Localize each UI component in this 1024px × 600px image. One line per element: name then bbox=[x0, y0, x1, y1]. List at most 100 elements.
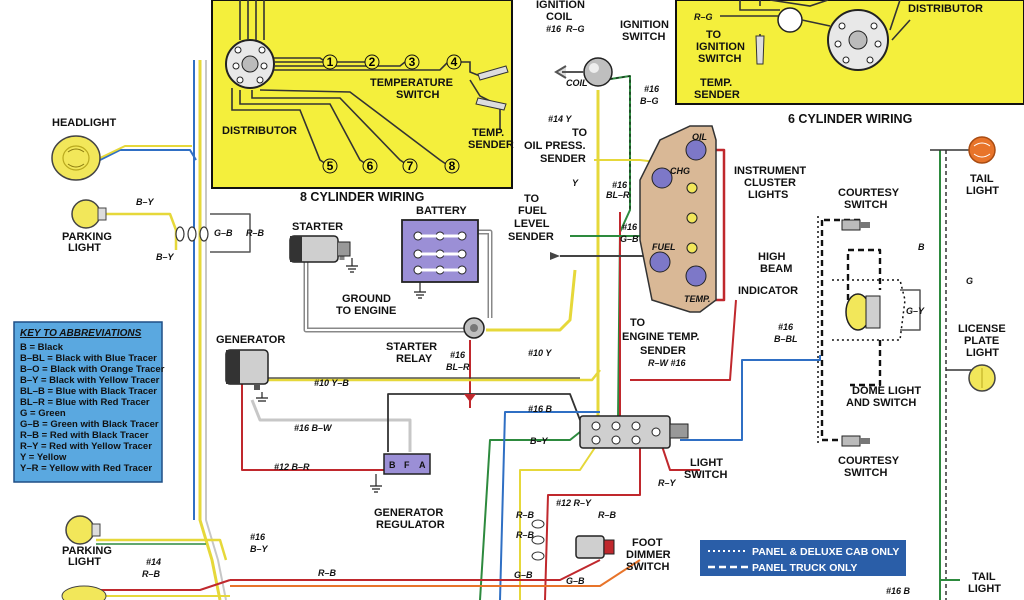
generator-icon bbox=[225, 349, 269, 390]
battery-label: BATTERY bbox=[416, 205, 467, 217]
relay-arrow-icon bbox=[464, 394, 476, 402]
wire-rb-bottom: R–B bbox=[318, 568, 337, 578]
cluster-temp-label: TEMP. bbox=[684, 294, 710, 304]
wire-10-yb: #10 Y–B bbox=[314, 378, 349, 388]
instrument-cluster-label-2: CLUSTER bbox=[744, 177, 796, 189]
wire-b-right: B bbox=[918, 242, 925, 252]
regulator-terminal-f: F bbox=[404, 460, 410, 470]
starter-relay-label-2: RELAY bbox=[396, 353, 433, 365]
generator-ground-icon bbox=[256, 392, 268, 402]
foot-dimmer-icon bbox=[575, 535, 615, 559]
light-switch-label-2: SWITCH bbox=[684, 469, 727, 481]
battery-ground-icon bbox=[414, 282, 426, 299]
headlight-label: HEADLIGHT bbox=[52, 117, 116, 129]
courtesy-switch-bottom-icon bbox=[841, 435, 870, 447]
courtesy-switch-top-icon bbox=[841, 219, 870, 231]
temp-probe-8cyl-icon bbox=[475, 65, 509, 111]
temperature-switch-label-1: TEMPERATURE bbox=[370, 77, 453, 89]
foot-dimmer-label-3: SWITCH bbox=[626, 561, 669, 573]
legend-dotted-label: PANEL & DELUXE CAB ONLY bbox=[752, 546, 899, 558]
wire-gb-fd2: G–B bbox=[566, 576, 585, 586]
to-ignition-label-3: SWITCH bbox=[698, 53, 741, 65]
parking-light-bottom-label-1: PARKING bbox=[62, 545, 112, 557]
foot-dimmer-label-1: FOOT bbox=[632, 537, 663, 549]
starter-ground-icon bbox=[346, 258, 358, 273]
coil-tag-label: COIL bbox=[566, 78, 588, 88]
coil-arrow-icon bbox=[554, 65, 584, 79]
license-plate-label-1: LICENSE bbox=[958, 323, 1006, 335]
wire-16-blr-2: BL–R bbox=[606, 190, 630, 200]
engine-temp-label-3: SENDER bbox=[640, 345, 686, 357]
key-entry: R–Y = Red with Yellow Tracer bbox=[20, 441, 152, 452]
ignition-switch-icon bbox=[583, 57, 613, 87]
light-switch-icon bbox=[579, 415, 689, 449]
wire-16-b: #16 B bbox=[528, 404, 553, 414]
oil-press-sender-label-3: SENDER bbox=[540, 153, 586, 165]
wire-rb-fd2: R–B bbox=[516, 530, 535, 540]
cluster-fuel-label: FUEL bbox=[652, 242, 676, 252]
ignition-switch-label-2: SWITCH bbox=[622, 31, 665, 43]
key-entry: B–O = Black with Orange Tracer bbox=[20, 364, 165, 375]
temp-sender-8cyl-label-1: TEMP. bbox=[472, 127, 504, 139]
parking-light-bottom-label-2: LIGHT bbox=[68, 556, 101, 568]
wiring-harness bbox=[96, 60, 980, 600]
fuel-arrow-icon bbox=[550, 252, 560, 260]
light-switch-label-1: LIGHT bbox=[690, 457, 723, 469]
foot-dimmer-label-2: DIMMER bbox=[626, 549, 671, 561]
key-entry: Y–R = Yellow with Red Tracer bbox=[20, 463, 152, 474]
wire-10-y: #10 Y bbox=[528, 348, 552, 358]
starter-relay-label-1: STARTER bbox=[386, 341, 437, 353]
high-beam-label-2: BEAM bbox=[760, 263, 792, 275]
wire-16-bg-2: B–G bbox=[640, 96, 659, 106]
line-style-legend: PANEL & DELUXE CAB ONLY PANEL TRUCK ONLY bbox=[700, 540, 906, 576]
tail-light-top-label-2: LIGHT bbox=[966, 185, 999, 197]
wire-r-b-fd: R–B bbox=[598, 510, 617, 520]
wire-16-blr-1: #16 bbox=[612, 180, 628, 190]
engine-temp-label-1: TO bbox=[630, 317, 646, 329]
cluster-chg-label: CHG bbox=[670, 166, 690, 176]
courtesy-switch-bottom-label-2: SWITCH bbox=[844, 467, 887, 479]
key-entry: G = Green bbox=[20, 408, 66, 419]
tail-light-top-label-1: TAIL bbox=[970, 173, 994, 185]
battery-icon bbox=[401, 219, 479, 283]
wire-16-gb-1: #16 bbox=[622, 222, 638, 232]
wire-rb-1: R–B bbox=[246, 228, 265, 238]
wire-rb-fd1: R–B bbox=[516, 510, 535, 520]
legend-dashed-label: PANEL TRUCK ONLY bbox=[752, 562, 857, 574]
oil-press-sender-label-1: TO bbox=[572, 127, 588, 139]
ignition-switch-label-1: IGNITION bbox=[620, 19, 669, 31]
generator-label: GENERATOR bbox=[216, 334, 285, 346]
wire-16-bbl-1: #16 bbox=[778, 322, 794, 332]
cluster-oil-label: OIL bbox=[692, 132, 707, 142]
generator-regulator-icon: B F A bbox=[383, 453, 431, 475]
wire-rg-6cyl-label: R–G bbox=[694, 12, 713, 22]
key-entry: BL–R = Blue with Red Tracer bbox=[20, 397, 150, 408]
key-entry: G–B = Green with Black Tracer bbox=[20, 419, 159, 430]
wire-16-gb-2: G–B bbox=[620, 234, 639, 244]
to-ignition-label-2: IGNITION bbox=[696, 41, 745, 53]
wire-14-rb-2: R–B bbox=[142, 569, 161, 579]
headlight-icon bbox=[51, 135, 101, 181]
license-plate-label-3: LIGHT bbox=[966, 347, 999, 359]
key-entry: B = Black bbox=[20, 342, 64, 353]
tail-light-bottom-label-1: TAIL bbox=[972, 571, 996, 583]
cyl-4-label: 4 bbox=[451, 55, 458, 69]
wire-16-by-1: #16 bbox=[250, 532, 266, 542]
temp-sender-8cyl-label-2: SENDER bbox=[468, 139, 514, 151]
wire-12-br: #12 B–R bbox=[274, 462, 310, 472]
regulator-terminal-b: B bbox=[389, 460, 396, 470]
oil-press-sender-label-2: OIL PRESS. bbox=[524, 140, 586, 152]
wire-16-bw: #16 B–W bbox=[294, 423, 333, 433]
dome-light-label-2: AND SWITCH bbox=[846, 397, 916, 409]
parking-light-top-icon bbox=[71, 199, 107, 229]
cyl-6-label: 6 bbox=[367, 159, 374, 173]
tail-light-top-icon bbox=[968, 136, 996, 164]
key-heading: KEY TO ABBREVIATIONS bbox=[20, 328, 142, 339]
generator-regulator-label-2: REGULATOR bbox=[376, 519, 445, 531]
legend-panel bbox=[700, 540, 906, 576]
wire-gb-fd1: G–B bbox=[514, 570, 533, 580]
ground-to-engine-label-1: GROUND bbox=[342, 293, 391, 305]
components: HEADLIGHT PARKING LIGHT PARKING LIGHT ST… bbox=[51, 0, 1006, 600]
